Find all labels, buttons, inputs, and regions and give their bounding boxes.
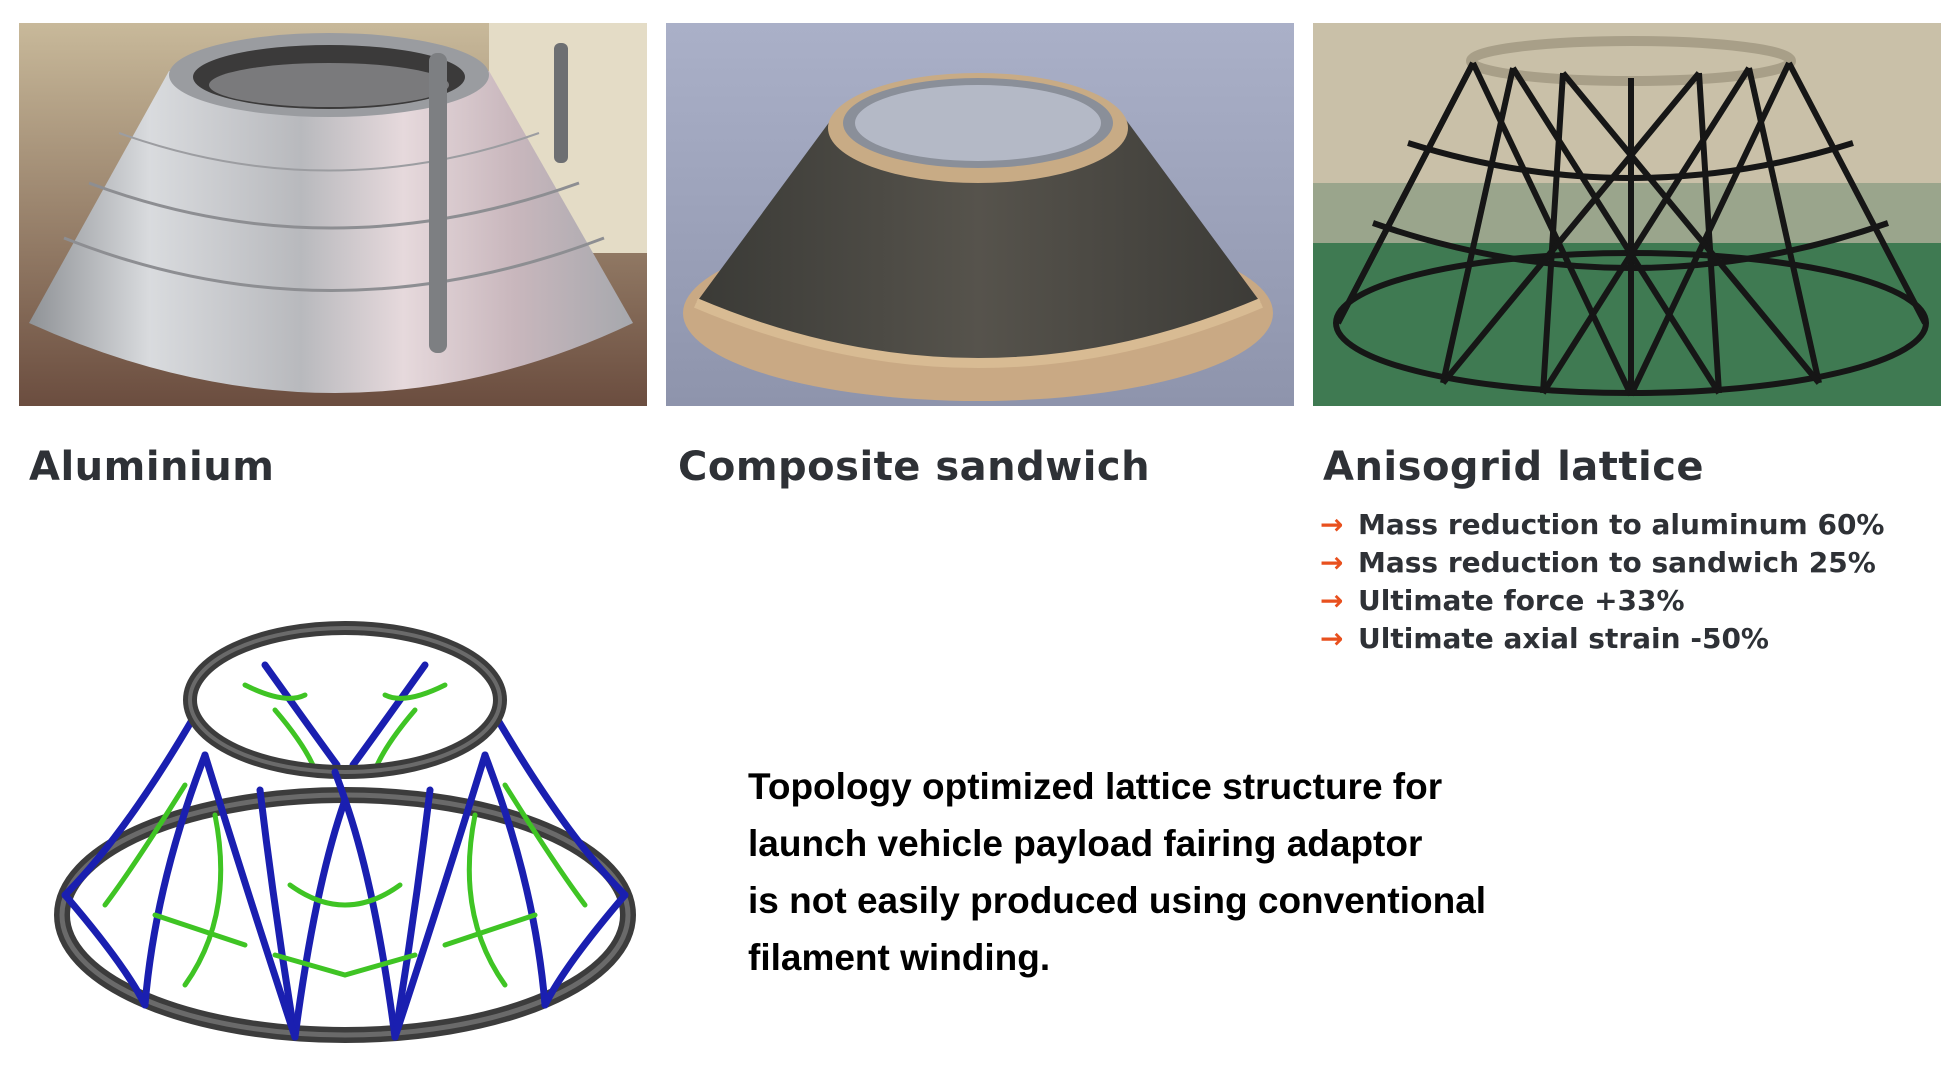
statement-line: filament winding. (748, 937, 1051, 978)
statement-line: launch vehicle payload fairing adaptor (748, 823, 1423, 864)
benefit-item: → Mass reduction to sandwich 25% (1320, 543, 1885, 581)
benefit-item: → Ultimate force +33% (1320, 581, 1885, 619)
topology-statement: Topology optimized lattice structure for… (748, 758, 1486, 986)
aluminium-adaptor-photo (19, 23, 647, 406)
benefit-text: Mass reduction to sandwich 25% (1358, 545, 1876, 579)
arrow-right-icon: → (1320, 545, 1344, 579)
benefit-text: Mass reduction to aluminum 60% (1358, 507, 1885, 541)
composite-sandwich-caption: Composite sandwich (678, 444, 1151, 490)
benefit-item: → Ultimate axial strain -50% (1320, 619, 1885, 657)
anisogrid-lattice-caption: Anisogrid lattice (1323, 444, 1705, 490)
aluminium-caption: Aluminium (29, 444, 275, 490)
benefit-text: Ultimate axial strain -50% (1358, 621, 1769, 655)
topology-optimized-lattice-diagram (45, 585, 655, 1055)
statement-line: is not easily produced using conventiona… (748, 880, 1487, 921)
composite-sandwich-adaptor-photo (666, 23, 1294, 406)
lattice-benefits-list: → Mass reduction to aluminum 60% → Mass re… (1320, 505, 1885, 657)
statement-line: Topology optimized lattice structure for (748, 766, 1443, 807)
anisogrid-lattice-adaptor-photo (1313, 23, 1941, 406)
benefit-item: → Mass reduction to aluminum 60% (1320, 505, 1885, 543)
arrow-right-icon: → (1320, 507, 1344, 541)
arrow-right-icon: → (1320, 621, 1344, 655)
arrow-right-icon: → (1320, 583, 1344, 617)
benefit-text: Ultimate force +33% (1358, 583, 1685, 617)
